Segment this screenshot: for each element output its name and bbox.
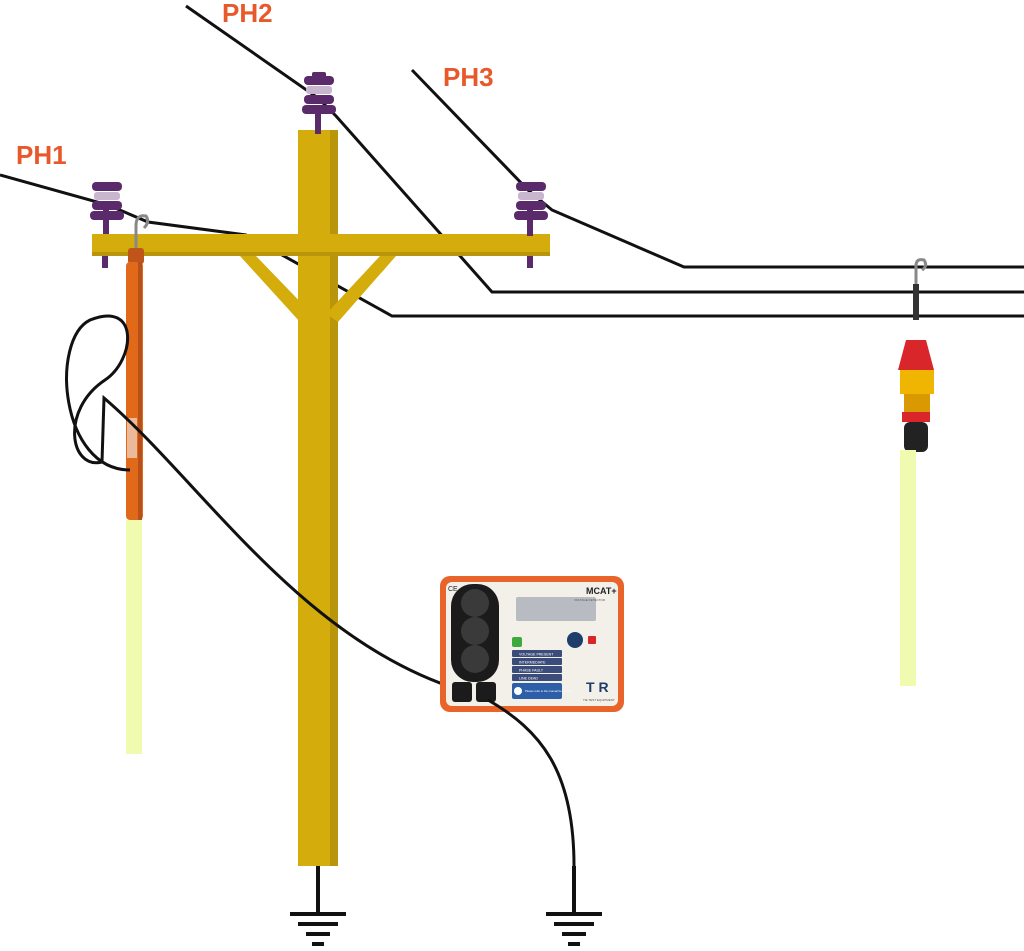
on-button	[512, 637, 522, 647]
device-ce-mark: CE	[448, 586, 458, 593]
probe-glow-handle	[126, 520, 142, 754]
left-probe	[126, 214, 150, 754]
brace-right	[326, 256, 396, 322]
device-subtitle: VOLTAGE DETECTOR	[574, 598, 606, 602]
utility-pole	[92, 130, 550, 866]
ground-symbol-pole	[290, 866, 346, 946]
crossarm	[92, 234, 550, 256]
conductors	[0, 4, 1024, 318]
indicator-2: INTERMEDIATE	[519, 661, 546, 665]
input-socket	[452, 682, 472, 702]
info-text: Please refer to the manual before use	[525, 689, 572, 693]
probe-cap	[898, 340, 934, 370]
conductor-ph1	[0, 173, 1024, 318]
brace-left	[240, 256, 312, 322]
insulator-ph2	[302, 72, 336, 134]
ground-socket	[476, 682, 496, 702]
right-probe	[898, 258, 934, 686]
indicator-1: VOLTAGE PRESENT	[519, 653, 554, 657]
brand-letters: T R	[586, 679, 609, 695]
phase-label-ph3: PH3	[443, 62, 494, 92]
indicator-3: PHASE FAULT	[519, 669, 544, 673]
ground-symbol-device	[546, 866, 602, 946]
probe-cable	[65, 314, 461, 692]
probe-head	[128, 248, 144, 264]
brand-name: TIE TEST EQUIPMENT	[583, 698, 615, 702]
voltage-detector-device: MCAT+ VOLTAGE DETECTOR CE VOLTAGE PRESEN…	[440, 576, 624, 712]
insulator-ph3	[514, 182, 548, 268]
insulator-ph1	[90, 182, 124, 268]
info-icon	[514, 687, 522, 695]
device-model: MCAT+	[586, 586, 617, 596]
info-panel	[512, 683, 562, 699]
conductor-ph2	[185, 4, 1024, 294]
rotary-knob-icon	[567, 632, 583, 648]
phase-label-ph1: PH1	[16, 140, 67, 170]
hook-icon	[134, 214, 150, 256]
conductor-ph3	[410, 68, 1024, 269]
probe-glow-handle-right	[900, 450, 916, 686]
ground-cable	[487, 698, 576, 867]
indicator-4: LINE DEAD	[519, 677, 538, 681]
crossarm-shade	[92, 252, 550, 256]
pole-shaft-highlight	[330, 130, 338, 866]
hook-icon-right	[914, 258, 928, 290]
phase-label-ph2: PH2	[222, 0, 273, 28]
